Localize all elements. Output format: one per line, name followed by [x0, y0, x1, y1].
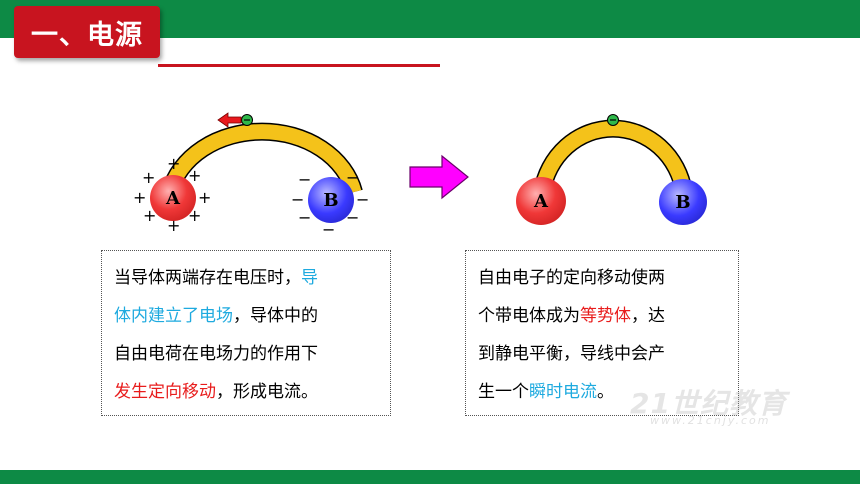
electron-icon — [607, 114, 619, 126]
text-segment: 个带电体成为 — [478, 306, 580, 326]
left-sphere-a: A — [150, 175, 196, 221]
bottom-green-bar — [0, 470, 860, 484]
text-segment: ，达 — [631, 306, 665, 326]
text-line: 体内建立了电场，导体中的 — [114, 297, 378, 335]
left-wire-diagram — [161, 112, 363, 195]
text-line: 到静电平衡，导线中会产 — [478, 335, 726, 373]
text-line: 个带电体成为等势体，达 — [478, 297, 726, 335]
current-direction-arrow-icon — [217, 112, 242, 128]
negative-charge: − — [322, 220, 336, 239]
electron-icon — [241, 114, 253, 126]
negative-charge: − — [356, 190, 370, 209]
highlighted-text: 瞬时电流 — [529, 382, 597, 402]
text-segment: ，形成电流。 — [216, 382, 318, 402]
positive-charge: + — [198, 188, 212, 207]
text-segment: 生一个 — [478, 382, 529, 402]
highlighted-text: 等势体 — [580, 306, 631, 326]
right-explanation-box: 自由电子的定向移动使两个带电体成为等势体，达到静电平衡，导线中会产生一个瞬时电流… — [465, 250, 739, 416]
negative-charge: − — [298, 208, 312, 227]
positive-charge: + — [133, 188, 147, 207]
text-line: 发生定向移动，形成电流。 — [114, 373, 378, 411]
title-underline — [158, 64, 440, 67]
negative-charge: − — [346, 208, 360, 227]
left-explanation-text: 当导体两端存在电压时，导体内建立了电场，导体中的自由电荷在电场力的作用下发生定向… — [114, 259, 378, 411]
text-segment: ，导体中的 — [233, 306, 318, 326]
text-segment: 当导体两端存在电压时， — [114, 268, 301, 288]
right-wire-fill — [534, 121, 692, 194]
right-sphere-a: A — [516, 177, 566, 225]
positive-charge: + — [167, 154, 181, 173]
negative-charge: − — [298, 170, 312, 189]
right-explanation-text: 自由电子的定向移动使两个带电体成为等势体，达到静电平衡，导线中会产生一个瞬时电流… — [478, 259, 726, 411]
positive-charge: + — [142, 168, 156, 187]
slide-title: 一、电源 — [14, 6, 160, 58]
highlighted-text: 发生定向移动 — [114, 382, 216, 402]
right-sphere-b: B — [659, 179, 707, 225]
negative-charge: − — [291, 190, 305, 209]
right-wire-diagram — [533, 114, 693, 194]
negative-charge: − — [346, 168, 360, 187]
highlighted-text: 体内建立了电场 — [114, 306, 233, 326]
text-segment: 自由电子的定向移动使两 — [478, 268, 665, 288]
positive-charge: + — [188, 166, 202, 185]
text-segment: 。 — [597, 382, 614, 402]
left-sphere-b: B — [308, 177, 354, 223]
text-line: 自由电荷在电场力的作用下 — [114, 335, 378, 373]
positive-charge: + — [143, 206, 157, 225]
watermark-logo: 21世纪教育 — [630, 387, 787, 420]
text-segment: 自由电荷在电场力的作用下 — [114, 344, 318, 364]
text-line: 当导体两端存在电压时，导 — [114, 259, 378, 297]
highlighted-text: 导 — [301, 268, 318, 288]
text-line: 生一个瞬时电流。 — [478, 373, 726, 411]
text-segment: 到静电平衡，导线中会产 — [478, 344, 665, 364]
left-explanation-box: 当导体两端存在电压时，导体内建立了电场，导体中的自由电荷在电场力的作用下发生定向… — [101, 250, 391, 416]
transition-arrow-icon — [409, 154, 469, 200]
watermark-url: www.21cnjy.com — [650, 414, 771, 427]
text-line: 自由电子的定向移动使两 — [478, 259, 726, 297]
positive-charge: + — [188, 206, 202, 225]
positive-charge: + — [167, 216, 181, 235]
left-wire-fill — [162, 124, 362, 195]
